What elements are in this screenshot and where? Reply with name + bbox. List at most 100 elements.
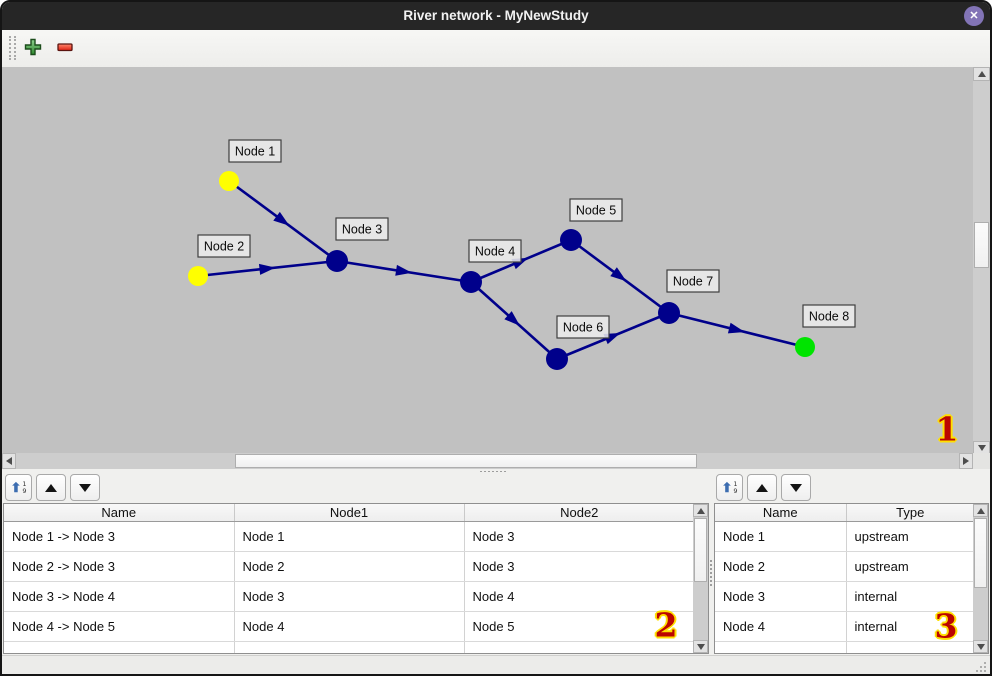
links-table-cell[interactable]: Node 4 -> Node 5 xyxy=(4,611,235,642)
nodes-table-cell[interactable]: internal xyxy=(846,581,974,612)
move-up-button[interactable] xyxy=(36,474,66,501)
vertical-scroll-thumb[interactable] xyxy=(974,222,989,268)
vertical-scroll-thumb[interactable] xyxy=(974,518,987,588)
nodes-column-header-name[interactable]: Name xyxy=(715,504,847,522)
links-table-cell[interactable] xyxy=(464,641,694,653)
node-node1[interactable] xyxy=(219,171,239,191)
links-table-cell[interactable]: Node 2 -> Node 3 xyxy=(4,551,235,582)
node-label-node7[interactable]: Node 7 xyxy=(666,269,720,293)
horizontal-scroll-thumb[interactable] xyxy=(235,454,697,468)
scroll-down-icon[interactable] xyxy=(693,640,708,653)
links-column-header-node1[interactable]: Node1 xyxy=(234,504,465,522)
node-label-node8[interactable]: Node 8 xyxy=(802,304,856,328)
links-table-cell[interactable]: Node 3 xyxy=(234,581,465,612)
titlebar[interactable]: River network - MyNewStudy ✕ xyxy=(2,2,990,30)
node-label-node5[interactable]: Node 5 xyxy=(569,198,623,222)
network-canvas[interactable]: Node 1 Node 2 Node 3 Node 4 Node 5 Node 6 Node… xyxy=(2,67,973,453)
scroll-right-icon[interactable] xyxy=(959,453,973,469)
vertical-scroll-thumb[interactable] xyxy=(694,518,707,582)
links-table-cell[interactable]: Node 5 xyxy=(464,611,694,642)
node-label-node4[interactable]: Node 4 xyxy=(468,239,522,263)
canvas-vertical-scrollbar[interactable] xyxy=(973,67,990,455)
nodes-table-cell[interactable] xyxy=(846,641,974,653)
node-node8[interactable] xyxy=(795,337,815,357)
links-column-header-name[interactable]: Name xyxy=(4,504,235,522)
move-up-button[interactable] xyxy=(747,474,777,501)
node-label-node3[interactable]: Node 3 xyxy=(335,217,389,241)
scroll-up-icon[interactable] xyxy=(973,67,990,81)
links-table-cell[interactable]: Node 4 xyxy=(234,611,465,642)
links-table-cell[interactable]: Node 3 -> Node 4 xyxy=(4,581,235,612)
links-table-cell[interactable]: Node 1 xyxy=(234,521,465,552)
node-label-node2[interactable]: Node 2 xyxy=(197,234,251,258)
node-node4[interactable] xyxy=(460,271,482,293)
nodes-table-cell[interactable]: upstream xyxy=(846,551,974,582)
node-label-text: Node 7 xyxy=(673,275,713,289)
node-label-node6[interactable]: Node 6 xyxy=(556,315,610,339)
scroll-down-icon[interactable] xyxy=(973,640,988,653)
nodes-table-cell[interactable]: Node 1 xyxy=(715,521,847,552)
node-label-node1[interactable]: Node 1 xyxy=(228,139,282,163)
nodes-table-cell[interactable]: Node 3 xyxy=(715,581,847,612)
nodes-table-cell[interactable]: upstream xyxy=(846,521,974,552)
resize-grip-icon[interactable] xyxy=(976,662,986,672)
scroll-up-icon[interactable] xyxy=(973,504,988,517)
node-node2[interactable] xyxy=(188,266,208,286)
nodes-table-row-partial[interactable] xyxy=(715,641,974,653)
remove-button[interactable] xyxy=(54,37,76,59)
links-table-cell[interactable] xyxy=(234,641,465,653)
nodes-table-cell[interactable] xyxy=(715,641,847,653)
toolbar-drag-handle[interactable] xyxy=(9,36,16,60)
links-column-header-node2[interactable]: Node2 xyxy=(464,504,694,522)
edge-arrow-icon xyxy=(395,264,412,276)
links-table-cell[interactable]: Node 2 xyxy=(234,551,465,582)
node-node7[interactable] xyxy=(658,302,680,324)
node-label-box xyxy=(228,139,282,163)
panel-splitter[interactable] xyxy=(710,472,713,655)
links-table-cell[interactable]: Node 3 xyxy=(464,551,694,582)
links-table-cell[interactable]: Node 1 -> Node 3 xyxy=(4,521,235,552)
edge-arrow-icon xyxy=(610,267,627,282)
move-down-icon xyxy=(790,483,802,492)
add-button[interactable] xyxy=(22,37,44,59)
links-table-cell[interactable] xyxy=(4,641,235,653)
canvas-horizontal-scrollbar[interactable] xyxy=(2,453,973,469)
close-button[interactable]: ✕ xyxy=(964,6,984,26)
links-table-cell[interactable]: Node 4 xyxy=(464,581,694,612)
move-up-icon xyxy=(45,483,57,492)
links-table-row-partial[interactable] xyxy=(4,641,694,653)
node-label-box xyxy=(556,315,610,339)
links-table-cell[interactable]: Node 3 xyxy=(464,521,694,552)
scroll-up-icon[interactable] xyxy=(693,504,708,517)
river-network-graph: Node 1 Node 2 Node 3 Node 4 Node 5 Node 6 Node… xyxy=(188,139,856,370)
nodes-column-header-type[interactable]: Type xyxy=(846,504,974,522)
nodes-table-cell[interactable]: Node 4 xyxy=(715,611,847,642)
splitter-handle-icon xyxy=(710,560,715,586)
node-node3[interactable] xyxy=(326,250,348,272)
move-down-button[interactable] xyxy=(781,474,811,501)
move-down-button[interactable] xyxy=(70,474,100,501)
node-label-text: Node 3 xyxy=(342,223,382,237)
nodes-table-cell[interactable]: Node 2 xyxy=(715,551,847,582)
nodes-table-cell[interactable]: internal xyxy=(846,611,974,642)
node-node5[interactable] xyxy=(560,229,582,251)
node-label-text: Node 5 xyxy=(576,204,616,218)
nodes-vertical-scrollbar[interactable] xyxy=(973,504,988,653)
node-node6[interactable] xyxy=(546,348,568,370)
scroll-left-icon[interactable] xyxy=(2,453,16,469)
move-up-icon xyxy=(756,483,768,492)
links-vertical-scrollbar[interactable] xyxy=(693,504,708,653)
node-label-box xyxy=(569,198,623,222)
